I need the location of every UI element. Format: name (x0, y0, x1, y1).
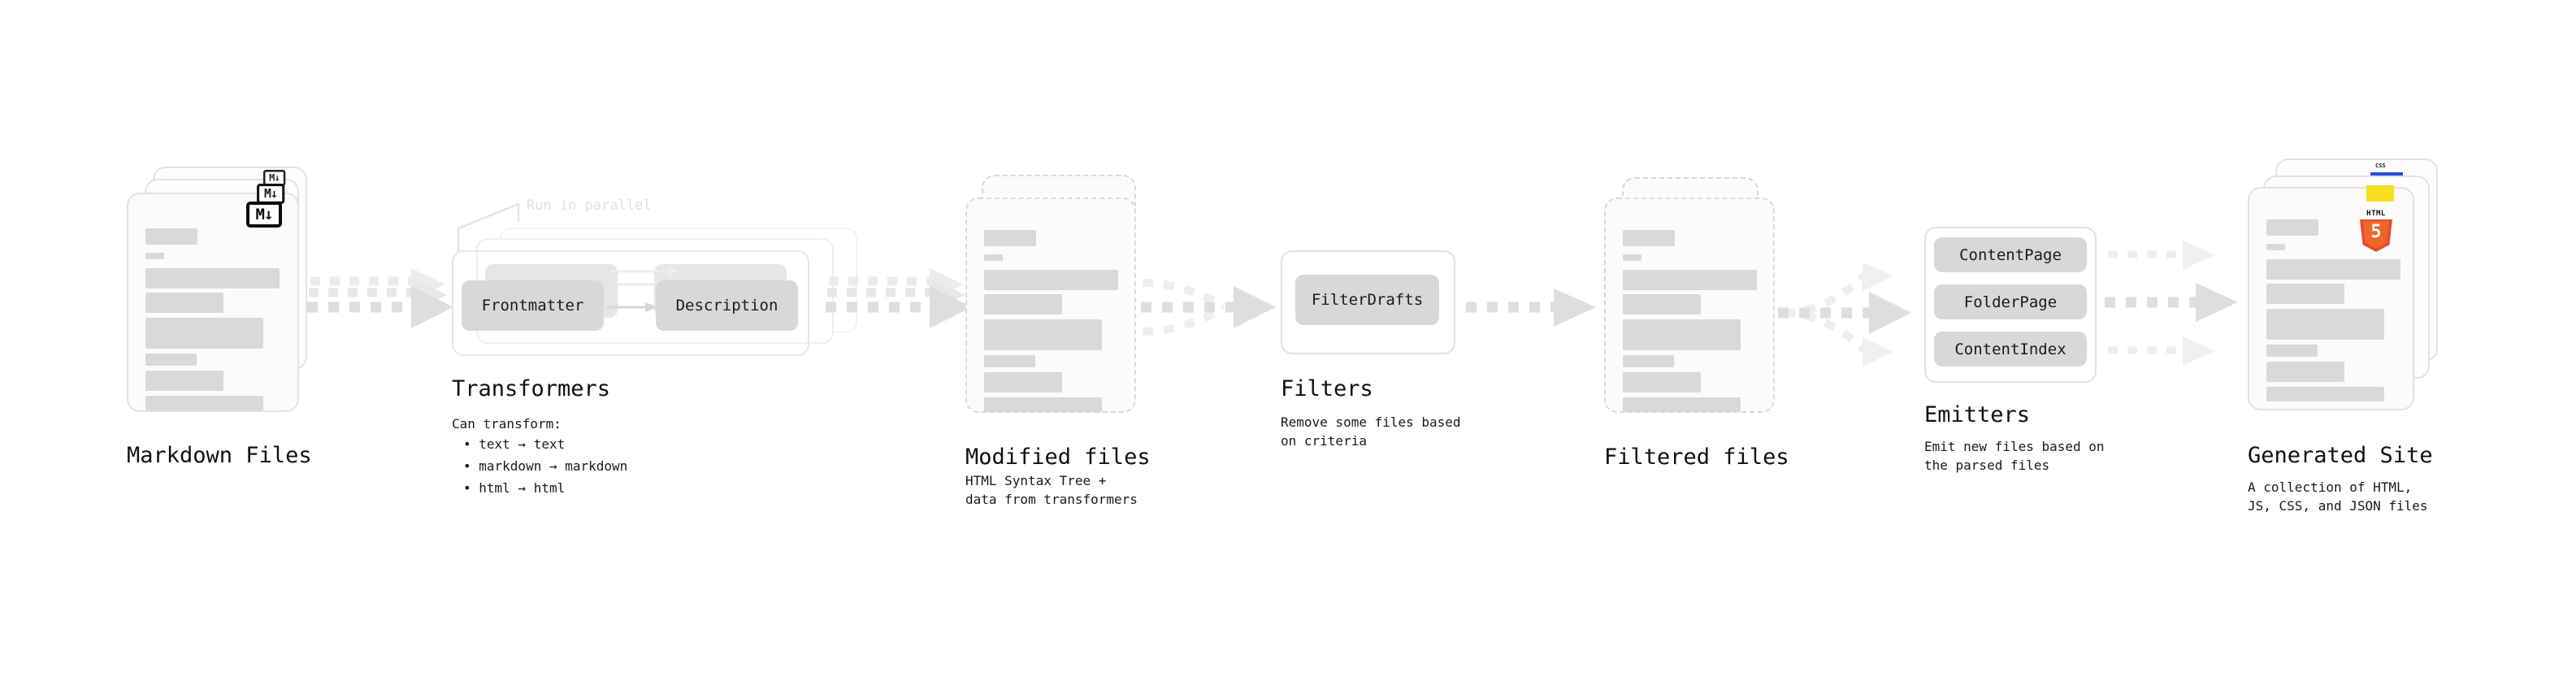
skeleton-bar (2266, 284, 2344, 304)
page-title: Markdown Files (127, 443, 312, 468)
stage-subtitle: A collection of HTML, JS, CSS, and JSON … (2248, 479, 2428, 514)
skeleton-bar (1623, 270, 1757, 290)
skeleton-bar (145, 354, 197, 366)
filtered-card-front (1604, 197, 1775, 413)
page-title: Modified files (965, 445, 1151, 470)
stage-subtitle: Remove some files based on criteria (1281, 414, 1461, 449)
skeleton-bar (984, 230, 1036, 246)
connector-transformers-to-modified (826, 268, 972, 358)
skeleton-bar (2266, 309, 2384, 340)
skeleton-bar (145, 293, 223, 313)
skeleton-bar (1623, 397, 1741, 412)
skeleton-bar (1623, 294, 1701, 314)
skeleton-bar (984, 372, 1062, 393)
skeleton-bar (145, 228, 197, 245)
skeleton-bar (2266, 219, 2318, 236)
chip-contentindex: ContentIndex (1934, 332, 2087, 367)
stage-generated-site: CSS HTML 5 Generated Site A collection o… (0, 0, 2576, 514)
modified-card-front (965, 197, 1136, 413)
stage-subtitle: Emit new files based on the parsed files (1924, 439, 2105, 474)
chip-frontmatter: Frontmatter (462, 280, 604, 331)
skeleton-bar (984, 319, 1102, 350)
skeleton-bar (2266, 345, 2318, 357)
html5-badge-number: 5 (2370, 222, 2382, 242)
run-in-parallel-label: Run in parallel (527, 197, 652, 214)
css-badge-bar (2370, 172, 2403, 176)
skeleton-bar (1623, 372, 1701, 393)
skeleton-bar (145, 268, 280, 288)
skeleton-bar (984, 270, 1118, 290)
skeleton-bar (984, 294, 1062, 314)
chip-contentpage: ContentPage (1934, 237, 2087, 272)
css-badge-label: CSS (2375, 163, 2386, 169)
transformer-layer-front (452, 250, 809, 356)
site-card-front (2248, 187, 2414, 410)
skeleton-bar (145, 253, 164, 259)
skeleton-bar (1623, 230, 1675, 246)
page-title: Generated Site (2248, 443, 2433, 468)
markdown-card-front (127, 193, 299, 412)
connector-filtered-to-emitters (1778, 236, 1941, 390)
page-title: Filtered files (1604, 445, 1789, 470)
stage-subtitle: HTML Syntax Tree + data from transformer… (965, 473, 1138, 508)
chip-description: Description (656, 280, 798, 331)
skeleton-bar (984, 355, 1035, 367)
bullet-markdown-to-markdown: • markdown → markdown (463, 458, 628, 474)
skeleton-bar (1623, 355, 1674, 367)
connector-filters-to-filtered (1463, 288, 1601, 337)
stage-subtitle: Can transform: (452, 416, 562, 432)
js-badge (2366, 185, 2394, 202)
frontmatter-to-description-arrow (606, 302, 658, 312)
html5-badge-label: HTML (2366, 210, 2386, 218)
connector-md-to-transformers (307, 268, 453, 358)
skeleton-bar (145, 318, 263, 349)
chip-folderpage: FolderPage (1934, 284, 2087, 319)
run-in-parallel-bracket (457, 202, 520, 251)
skeleton-bar (2266, 244, 2285, 250)
skeleton-bar (984, 397, 1102, 412)
html5-badge: HTML 5 (2358, 210, 2394, 252)
skeleton-bar (1623, 319, 1741, 350)
page-title: Transformers (452, 376, 611, 401)
css-badge: CSS (2370, 163, 2403, 176)
connector-emitters-to-site (2105, 237, 2267, 384)
skeleton-bar (145, 396, 263, 410)
skeleton-bar (2266, 387, 2384, 401)
page-title: Emitters (1924, 402, 2031, 427)
skeleton-bar (1623, 254, 1641, 261)
connector-modified-to-filters (1134, 268, 1289, 374)
bullet-text-to-text: • text → text (463, 436, 566, 452)
skeleton-bar (145, 371, 223, 391)
chip-filterdrafts: FilterDrafts (1295, 275, 1439, 325)
bullet-html-to-html: • html → html (463, 480, 566, 496)
markdown-badge: M↓ (246, 202, 282, 228)
skeleton-bar (2266, 259, 2400, 280)
skeleton-bar (984, 254, 1003, 261)
page-title: Filters (1281, 376, 1373, 401)
skeleton-bar (2266, 362, 2344, 382)
